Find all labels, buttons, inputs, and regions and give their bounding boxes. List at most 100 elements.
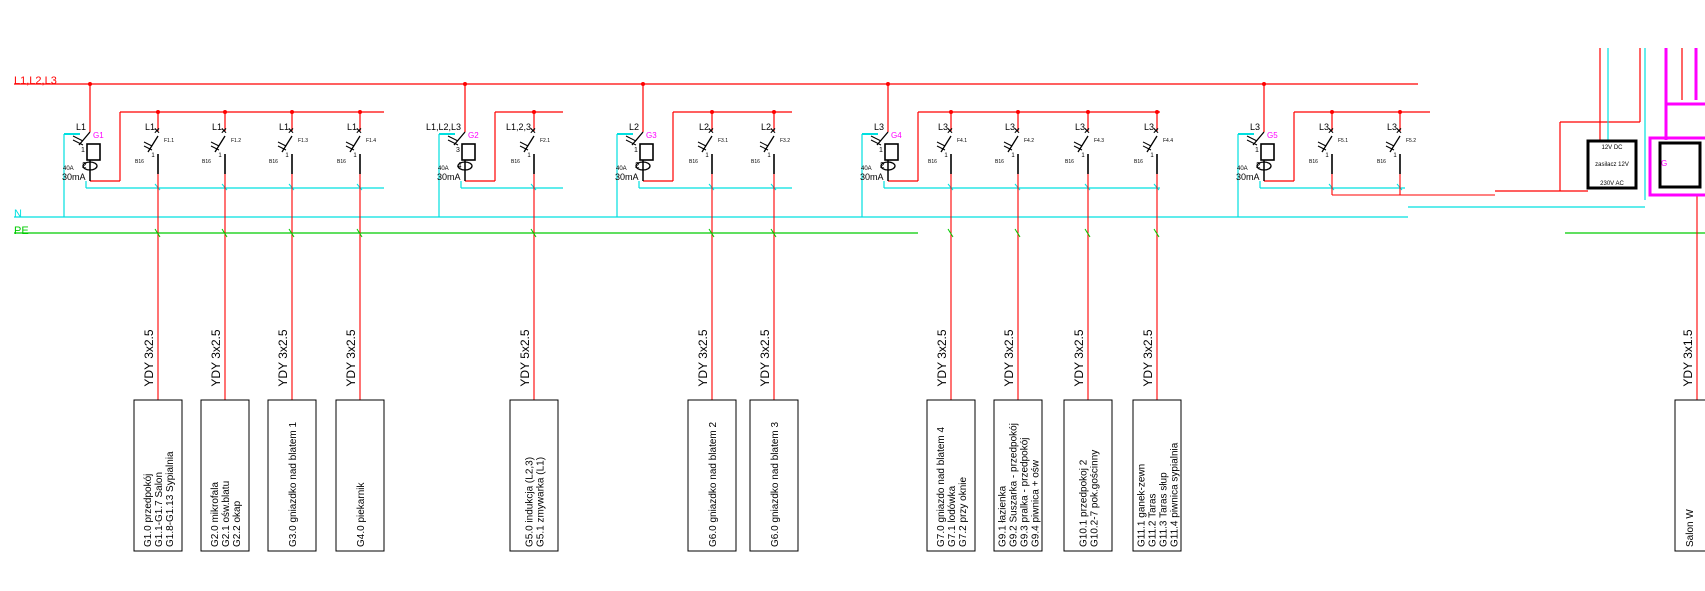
breaker-trip-mark: ×	[770, 126, 776, 137]
load-description: G9.4 piwnica + ośw	[1031, 459, 1042, 547]
breaker-contact-blade	[1007, 135, 1019, 153]
rcd-contact-mark-2	[72, 139, 84, 146]
earth-tick	[947, 228, 954, 238]
breaker-contact-mark-2	[143, 145, 153, 151]
cable-type-label: YDY 3x2.5	[1141, 329, 1155, 386]
breaker-phase-label: L1	[212, 122, 222, 132]
breaker-trip-mark: ×	[356, 126, 362, 137]
load-description: G5.0 indukcja (L2,3)	[525, 457, 536, 547]
breaker-contact-blade	[523, 135, 535, 153]
breaker-contact-mark-2	[1317, 145, 1327, 151]
load-box	[1063, 399, 1113, 552]
cable-type-label: YDY 3x2.5	[696, 329, 710, 386]
breaker-rating-label: B16	[202, 159, 211, 165]
breaker-trip-mark: ×	[154, 126, 160, 137]
rcd-pole-bottom-label: 4	[457, 161, 462, 170]
load-description: G4.0 piekarnik	[356, 482, 367, 547]
breaker-contact-mark-1	[697, 141, 707, 147]
rcd-id-label: G2	[468, 131, 479, 140]
breaker-contact-mark-2	[345, 145, 355, 151]
breaker-contact-blade	[1146, 135, 1158, 153]
breaker-phase-label: L1	[145, 122, 155, 132]
breaker-phase-label: L1,2,3	[506, 122, 531, 132]
rcd-contact-mark-1	[447, 135, 459, 142]
breaker-contact-mark-2	[519, 145, 529, 151]
breaker-contact-blade	[214, 135, 226, 153]
load-description: G3.0 gniazdko nad blatem 1	[288, 421, 299, 547]
breaker-pole-label: 1	[1325, 153, 1329, 159]
breaker-phase-label: L1	[279, 122, 289, 132]
load-description: G6.0 gniazdko nad blatem 3	[770, 421, 781, 547]
earth-tick	[221, 228, 228, 238]
breaker-contact-blade	[701, 135, 713, 153]
cable-type-label: YDY 3x2.5	[935, 329, 949, 386]
breaker-rating-label: B16	[928, 159, 937, 165]
breaker-pole-label: 1	[1081, 153, 1085, 159]
breaker-pole-label: 1	[1393, 153, 1397, 159]
rcd-test-loop	[86, 143, 101, 161]
rcd-sensitivity-label: 30mA	[615, 172, 639, 182]
bus-earth-label: PE	[14, 225, 29, 237]
magenta-panel	[1648, 136, 1705, 197]
breaker-rating-label: B16	[1065, 159, 1074, 165]
breaker-id-label: F3.2	[780, 138, 790, 144]
rcd-test-loop	[1260, 143, 1275, 161]
breaker-rating-label: B16	[689, 159, 698, 165]
rcd-contact-mark-1	[625, 135, 637, 142]
breaker-contact-mark-1	[519, 141, 529, 147]
earth-tick	[770, 228, 777, 238]
breaker-contact-mark-2	[759, 145, 769, 151]
breaker-rating-label: B16	[511, 159, 520, 165]
breaker-contact-blade	[1321, 135, 1333, 153]
breaker-trip-mark: ×	[1014, 126, 1020, 137]
breaker-phase-label: L1	[347, 122, 357, 132]
breaker-id-label: F3.1	[718, 138, 728, 144]
psu-input-label: 230V AC	[1600, 181, 1624, 187]
load-description: G9.3 pralka - przedpokój	[1020, 437, 1031, 547]
rcd-sensitivity-label: 30mA	[62, 172, 86, 182]
rcd-contact-blade	[453, 131, 466, 146]
cable-type-label: YDY 3x2.5	[1002, 329, 1016, 386]
symbols-layer: L112G140A30mAL1,L2,L334G240A30mAL212G340…	[62, 82, 1705, 197]
rcd-pole-top-label: 3	[456, 147, 460, 154]
breaker-contact-mark-2	[1142, 145, 1152, 151]
earth-tick	[288, 228, 295, 238]
load-description: G2.0 mikrofala	[210, 482, 221, 547]
earth-tick	[708, 228, 715, 238]
rcd-pole-top-label: 1	[879, 147, 883, 154]
load-description: G1.1-G1.7 Salon	[154, 472, 165, 547]
rcd-pole-bottom-label: 2	[880, 161, 885, 170]
rcd-contact-mark-2	[870, 139, 882, 146]
load-description: G10.1 przedpokoj 2	[1079, 459, 1090, 547]
breaker-contact-mark-1	[1317, 141, 1327, 147]
rcd-pole-top-label: 1	[81, 147, 85, 154]
breaker-contact-mark-1	[277, 141, 287, 147]
breaker-phase-label: L3	[938, 122, 948, 132]
rcd-rating-label: 40A	[438, 166, 449, 172]
right-device-tag: G	[1661, 159, 1667, 168]
power-supply-box	[1586, 139, 1638, 190]
breaker-id-label: F4.1	[957, 138, 967, 144]
breaker-contact-mark-2	[1073, 145, 1083, 151]
rcd-contact-mark-1	[1246, 135, 1258, 142]
breaker-contact-blade	[349, 135, 361, 153]
breaker-contact-mark-1	[1003, 141, 1013, 147]
breaker-contact-mark-2	[210, 145, 220, 151]
breaker-phase-label: L2	[761, 122, 771, 132]
rcd-contact-mark-2	[625, 139, 637, 146]
load-description: G2.2 okap	[232, 500, 243, 547]
load-description: G11.1 ganek-zewn	[1137, 464, 1148, 547]
breaker-trip-mark: ×	[1328, 126, 1334, 137]
breaker-trip-mark: ×	[1153, 126, 1159, 137]
breaker-trip-mark: ×	[1084, 126, 1090, 137]
breaker-id-label: F4.3	[1094, 138, 1104, 144]
